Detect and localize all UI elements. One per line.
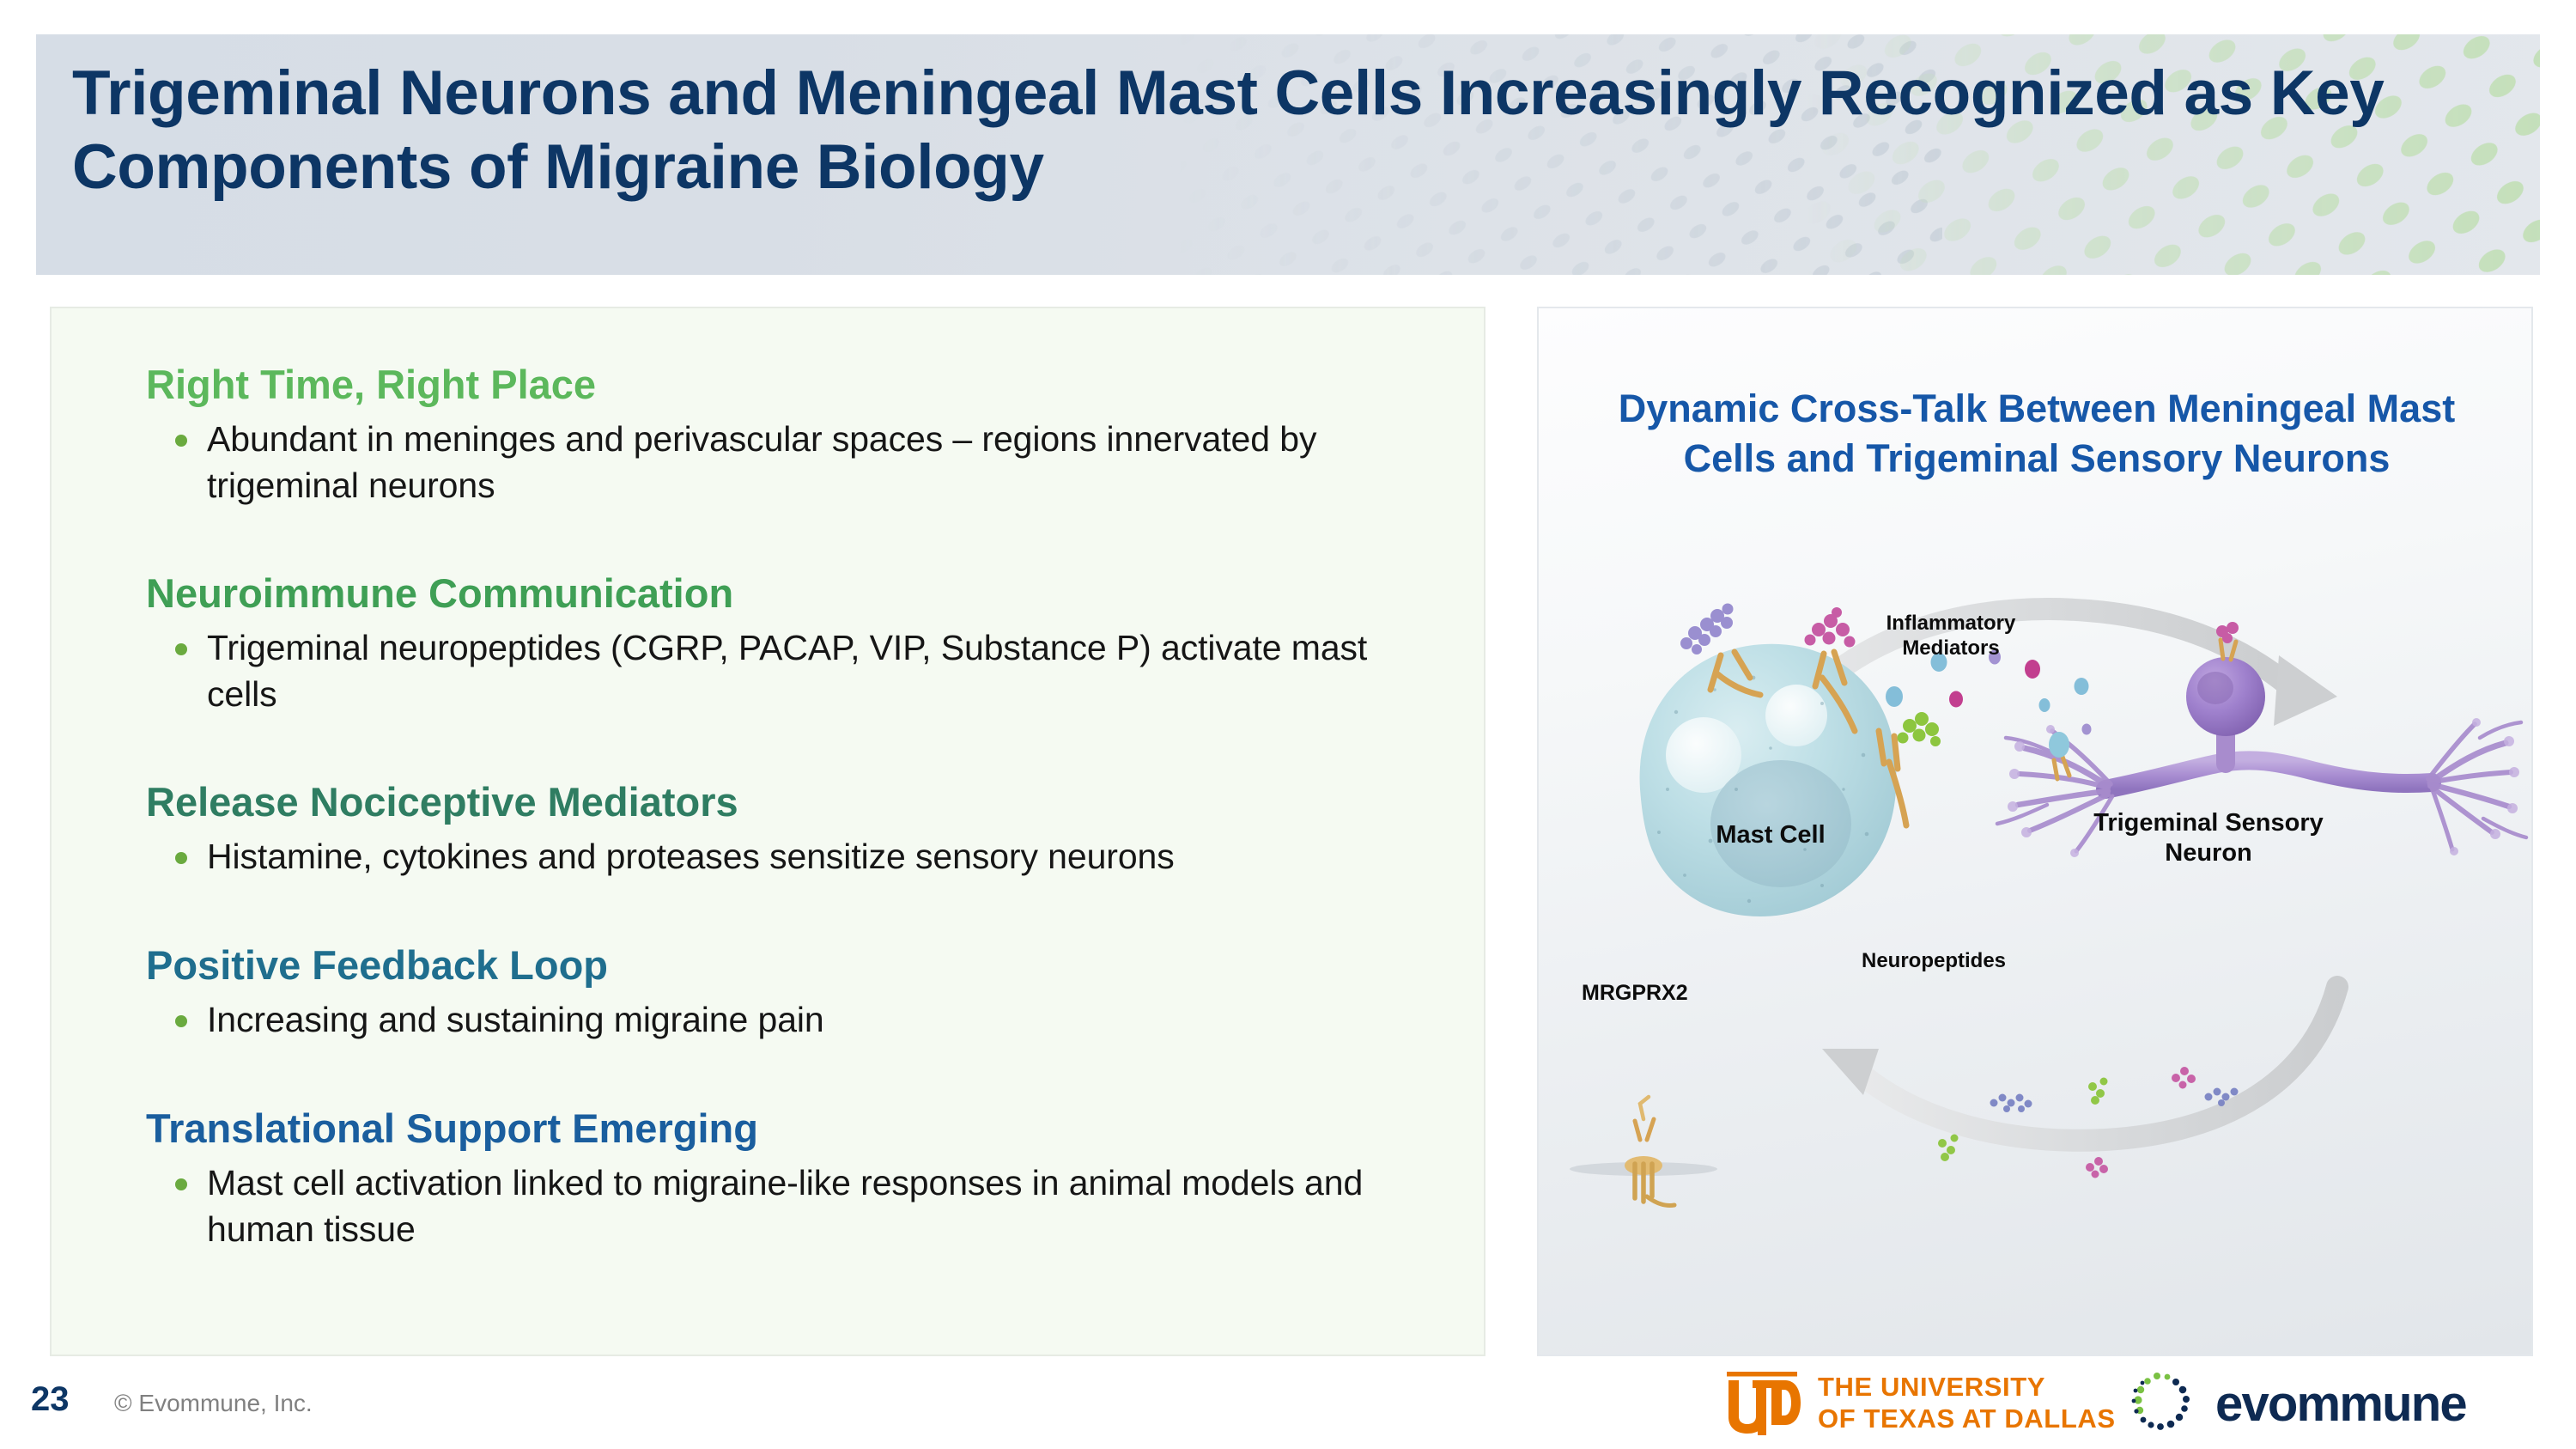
evommune-wordmark: evommune — [2215, 1375, 2468, 1432]
section-neuroimmune-communication: Neuroimmune Communication Trigeminal neu… — [146, 570, 1434, 718]
bullet-text: Increasing and sustaining migraine pain — [207, 999, 824, 1039]
mast-cell-receptor-purple-icon — [1680, 603, 1764, 698]
label-line-1: Inflammatory — [1886, 612, 2016, 635]
utd-wordmark-line-2: OF TEXAS AT DALLAS — [1818, 1403, 2116, 1434]
crosstalk-illustration — [1570, 598, 2529, 1208]
label-inflammatory-mediators: Inflammatory Mediators — [1822, 611, 2080, 661]
list-item: Increasing and sustaining migraine pain — [146, 996, 1434, 1044]
section-positive-feedback-loop: Positive Feedback Loop Increasing and su… — [146, 942, 1434, 1044]
evommune-logo: evommune — [2129, 1367, 2468, 1440]
label-neuropeptides: Neuropeptides — [1861, 949, 2007, 972]
section-translational-support-emerging: Translational Support Emerging Mast cell… — [146, 1105, 1434, 1253]
utd-monogram-icon — [1727, 1372, 1801, 1435]
copyright-notice: © Evommune, Inc. — [114, 1390, 313, 1416]
neuropeptide-molecules — [1938, 1067, 2239, 1178]
neuron-receptor-magenta-icon — [2216, 622, 2239, 662]
label-trigeminal-sensory-neuron: Trigeminal Sensory Neuron — [2028, 808, 2389, 869]
label-line-1: Trigeminal Sensory — [2093, 809, 2324, 837]
label-mast-cell: Mast Cell — [1716, 821, 1826, 849]
list-item: Histamine, cytokines and proteases sensi… — [146, 833, 1434, 880]
section-release-nociceptive-mediators: Release Nociceptive Mediators Histamine,… — [146, 779, 1434, 880]
section-heading: Right Time, Right Place — [146, 362, 597, 407]
diagram-title: Dynamic Cross-Talk Between Meningeal Mas… — [1618, 387, 2456, 480]
crosstalk-diagram-panel: Dynamic Cross-Talk Between Meningeal Mas… — [1537, 307, 2533, 1356]
utd-wordmark-line-1: THE UNIVERSITY — [1818, 1372, 2046, 1403]
neuropeptides-arrow-icon — [1822, 976, 2348, 1152]
list-item: Abundant in meninges and perivascular sp… — [146, 416, 1434, 509]
list-item: Mast cell activation linked to migraine-… — [146, 1160, 1434, 1253]
list-item: Trigeminal neuropeptides (CGRP, PACAP, V… — [146, 624, 1434, 718]
bullet-marker-icon — [175, 851, 187, 864]
page-title: Trigeminal Neurons and Meningeal Mast Ce… — [72, 58, 2385, 203]
evommune-dot-ring-icon — [2131, 1373, 2190, 1430]
header-banner: Trigeminal Neurons and Meningeal Mast Ce… — [36, 34, 2540, 275]
bullet-text: Abundant in meninges and perivascular sp… — [207, 418, 1317, 506]
bullet-text: Trigeminal neuropeptides (CGRP, PACAP, V… — [207, 627, 1368, 715]
mast-cell-receptor-magenta-icon — [1804, 607, 1858, 734]
bullet-marker-icon — [175, 1014, 187, 1027]
neuron-receptor-blue-icon — [2049, 732, 2072, 782]
bullet-marker-icon — [175, 1178, 187, 1190]
trigeminal-neuron-illustration — [1995, 622, 2529, 857]
label-line-2: Neuron — [2165, 839, 2252, 868]
section-heading: Translational Support Emerging — [146, 1105, 758, 1151]
bullet-text: Histamine, cytokines and proteases sensi… — [207, 836, 1175, 876]
mast-cell-illustration — [1639, 603, 1941, 916]
page-number: 23 — [31, 1380, 70, 1418]
key-points-panel: Right Time, Right Place Abundant in meni… — [50, 307, 1485, 1356]
bullet-text: Mast cell activation linked to migraine-… — [207, 1162, 1364, 1250]
utd-wordmark: THE UNIVERSITY OF TEXAS AT DALLAS — [1818, 1372, 2116, 1434]
bullet-marker-icon — [175, 434, 187, 447]
mrgprx2-receptor-icon — [1570, 1094, 1717, 1208]
label-line-2: Mediators — [1902, 636, 2000, 661]
mast-cell-receptor-green-icon — [1875, 712, 1941, 829]
section-heading: Release Nociceptive Mediators — [146, 779, 738, 825]
bullet-marker-icon — [175, 642, 187, 655]
section-right-time-right-place: Right Time, Right Place Abundant in meni… — [146, 362, 1434, 509]
label-mrgprx2: MRGPRX2 — [1582, 981, 1688, 1005]
section-heading: Positive Feedback Loop — [146, 942, 609, 988]
section-heading: Neuroimmune Communication — [146, 570, 734, 616]
ut-dallas-logo: THE UNIVERSITY OF TEXAS AT DALLAS — [1722, 1367, 2116, 1440]
